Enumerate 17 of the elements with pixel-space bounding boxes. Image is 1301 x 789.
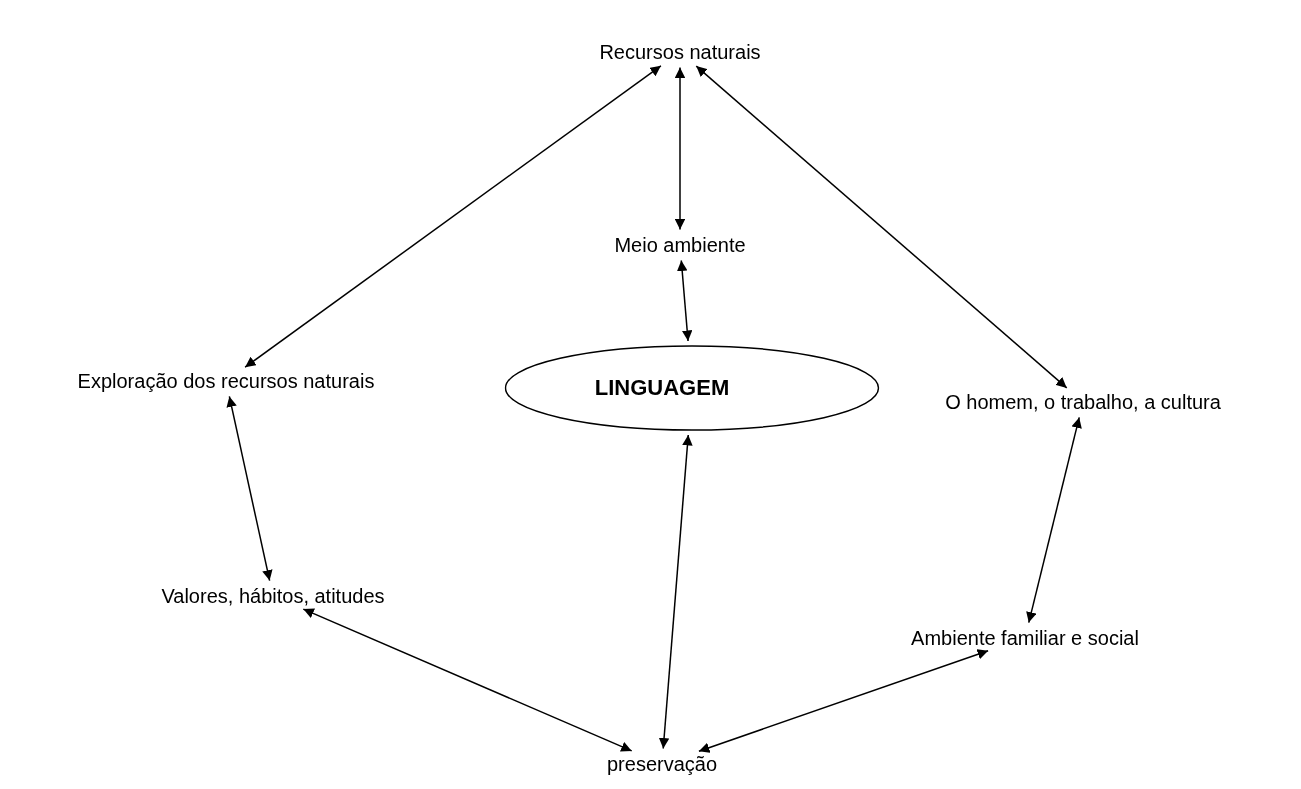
node-label: Exploração dos recursos naturais <box>77 369 375 393</box>
node-label: preservação <box>606 752 718 776</box>
double-arrow <box>302 608 633 752</box>
node-label: Ambiente familiar e social <box>911 626 1139 650</box>
double-arrow <box>658 434 693 750</box>
double-arrow <box>244 65 662 368</box>
node-label: Recursos naturais <box>599 40 761 64</box>
node-label: O homem, o trabalho, a cultura <box>945 390 1221 414</box>
node-label: LINGUAGEM <box>593 375 731 401</box>
node-label: Meio ambiente <box>614 233 746 257</box>
double-arrow <box>676 259 693 342</box>
double-arrow <box>698 649 989 753</box>
node-label: Valores, hábitos, atitudes <box>161 584 385 608</box>
double-arrow <box>674 66 686 231</box>
double-arrow <box>695 65 1068 389</box>
double-arrow <box>1026 416 1082 624</box>
double-arrow <box>226 395 273 582</box>
